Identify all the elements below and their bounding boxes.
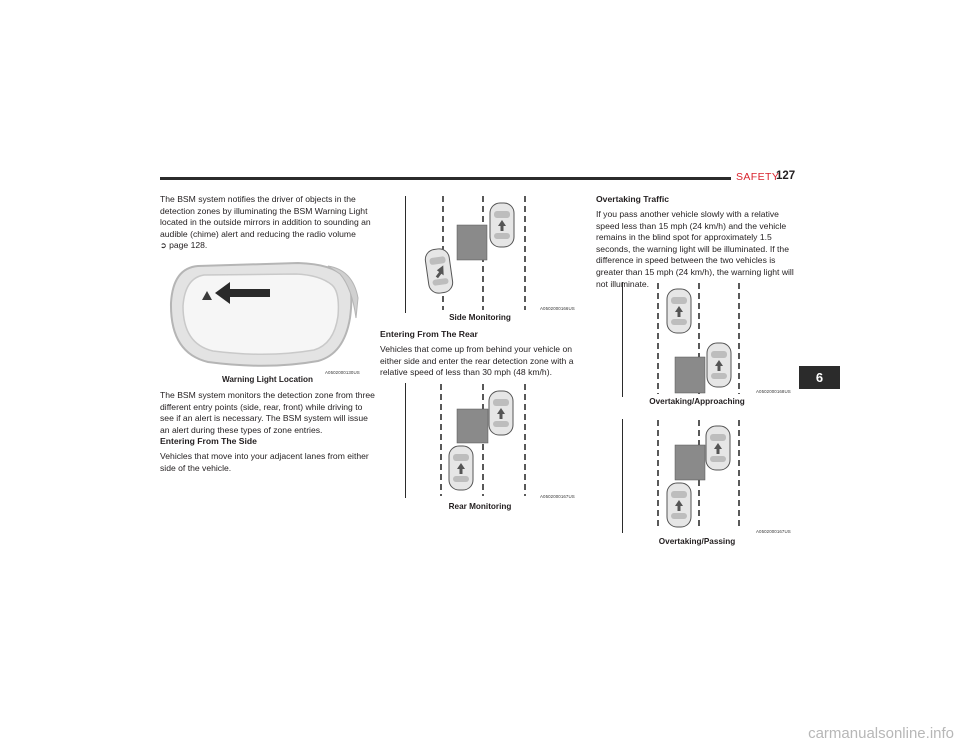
figure-border (405, 196, 406, 313)
side-monitoring-diagram (424, 196, 526, 310)
figure-caption: Side Monitoring (449, 313, 511, 322)
section-heading: Entering From The Side (160, 436, 257, 446)
figure-code: A0502000166US (540, 306, 575, 311)
car-icon (705, 425, 731, 471)
watermark-text: carmanualsonline.info (808, 725, 954, 742)
car-icon (666, 482, 692, 528)
warning-triangle-icon (202, 291, 212, 300)
section-heading: Overtaking Traffic (596, 194, 670, 204)
chapter-tab[interactable]: 6 (799, 366, 840, 389)
page-reference-link[interactable]: page 128. (169, 240, 208, 251)
detection-zone (674, 444, 706, 481)
figure-caption: Warning Light Location (221, 375, 314, 384)
overtaking-passing-diagram (657, 420, 740, 530)
page-reference-arrow-icon[interactable]: ➲ (160, 241, 167, 251)
car-icon (488, 390, 514, 436)
figure-border (405, 383, 406, 498)
intro-paragraph: The BSM system notifies the driver of ob… (160, 194, 375, 252)
detection-zone (674, 356, 706, 394)
figure-code: A0502000168US (756, 389, 791, 394)
paragraph: Vehicles that move into your adjacent la… (160, 451, 369, 473)
car-icon (448, 445, 474, 491)
arrow-icon (215, 282, 270, 304)
detection-zone (456, 408, 489, 444)
car-icon (666, 288, 692, 334)
paragraph: If you pass another vehicle slowly with … (596, 209, 794, 289)
car-icon (706, 342, 732, 388)
figure-code: A0502000167US (756, 529, 791, 534)
detection-zone (456, 224, 488, 261)
car-icon (424, 248, 454, 294)
figure-code: A0502000167US (540, 494, 575, 499)
figure-code: A0502000130US (325, 370, 360, 375)
figure-caption: Rear Monitoring (448, 502, 512, 511)
figure-border (622, 282, 623, 397)
header-rule (160, 177, 731, 180)
intro-text: The BSM system notifies the driver of ob… (160, 194, 371, 239)
paragraph: The BSM system monitors the detection zo… (160, 390, 375, 435)
mirror-illustration (169, 261, 359, 367)
overtaking-approaching-diagram (657, 283, 740, 394)
figure-caption: Overtaking/Passing (658, 537, 736, 546)
figure-caption: Overtaking/Approaching (649, 397, 745, 406)
rear-monitoring-diagram (440, 384, 526, 496)
paragraph: Vehicles that come up from behind your v… (380, 344, 574, 378)
page-number: 127 (776, 170, 796, 182)
figure-border (622, 419, 623, 533)
section-heading: Entering From The Rear (380, 329, 478, 339)
section-title: SAFETY (736, 171, 780, 183)
car-icon (489, 202, 515, 248)
